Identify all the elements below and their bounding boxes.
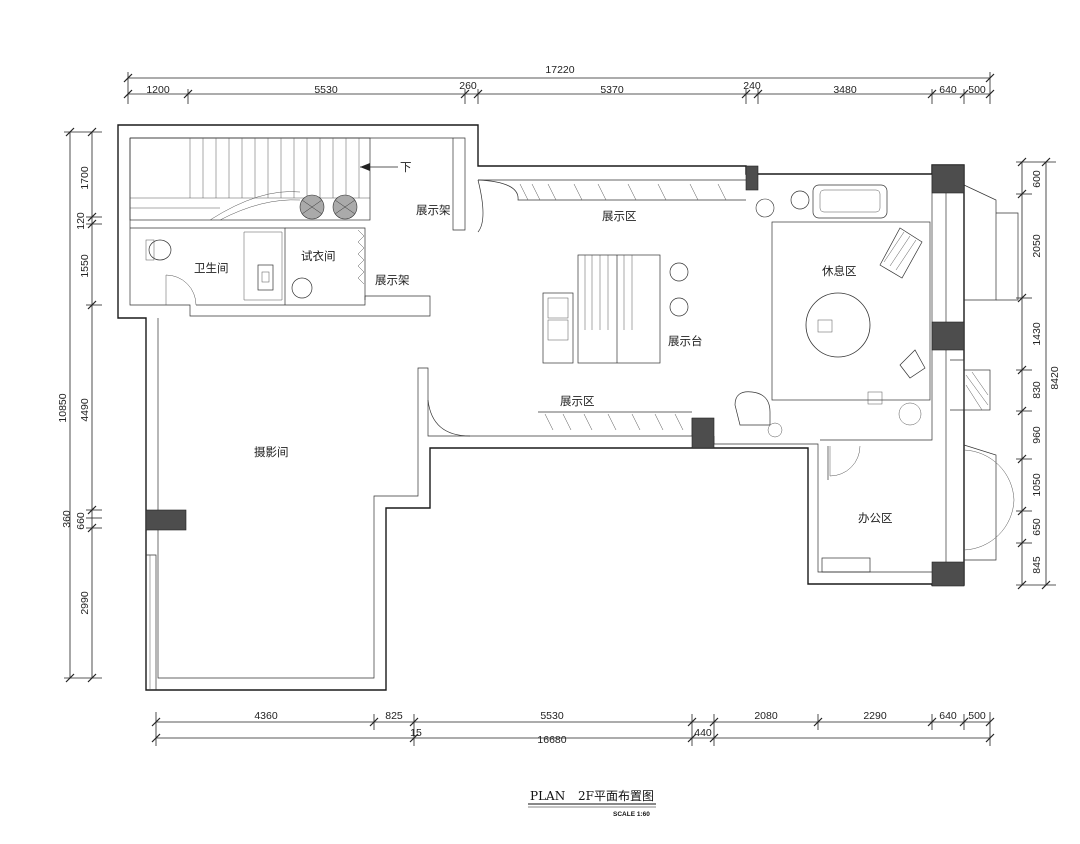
top-dim-seg: 240 <box>743 80 761 92</box>
column <box>145 509 187 531</box>
stool-icon <box>669 297 689 317</box>
sink-icon <box>257 264 274 291</box>
bottom-dim-seg: 5530 <box>540 710 564 722</box>
top-dim-seg: 1200 <box>146 84 170 96</box>
right-total-dim: 8420 <box>1049 366 1061 390</box>
top-dim-seg: 640 <box>939 84 957 96</box>
lamp-icon <box>755 198 775 218</box>
right-dim-seg: 845 <box>1031 556 1043 574</box>
left-dim-seg: 660 <box>75 512 87 530</box>
top-dim-seg: 5530 <box>314 84 338 96</box>
drawing-title: PLAN 2F平面布置图 SCALE 1:60 <box>528 789 656 818</box>
display-table-zone: 展示台 <box>542 254 703 364</box>
bottom-dim-seg: 825 <box>385 710 403 722</box>
column <box>691 417 715 449</box>
top-display-area: 展示区 <box>477 179 746 233</box>
bottom-dim-seg: 2080 <box>754 710 778 722</box>
columns <box>145 164 965 587</box>
bottom-dim-seg: 4360 <box>254 710 278 722</box>
right-dim-seg: 960 <box>1031 426 1043 444</box>
column <box>931 561 965 587</box>
left-dim-seg: 120 <box>75 212 87 230</box>
room-label-display-table: 展示台 <box>668 334 703 348</box>
office-zone: 办公区 <box>821 445 1015 573</box>
bottom-dim-seg: 500 <box>968 710 986 722</box>
left-total-dim: 10850 <box>57 393 69 422</box>
bottom-dim-seg: 640 <box>939 710 957 722</box>
top-total-dim: 17220 <box>545 64 574 76</box>
staircase: 下 <box>129 137 412 221</box>
bottom-display-area: 展示区 <box>427 394 692 437</box>
right-dim-seg: 650 <box>1031 518 1043 536</box>
plan-scale: SCALE 1:60 <box>613 811 650 818</box>
room-label-fitting: 试衣间 <box>301 249 336 263</box>
bottom-dim-seg: 2290 <box>863 710 887 722</box>
right-dim-seg: 1430 <box>1031 322 1043 346</box>
left-dim-seg: 360 <box>61 510 73 528</box>
room-label-display-bottom: 展示区 <box>560 394 595 408</box>
toilet-icon <box>148 239 172 261</box>
left-dim-seg: 4490 <box>79 398 91 422</box>
room-label-shelf-1: 展示架 <box>416 203 451 217</box>
left-dim-seg: 1700 <box>79 166 91 190</box>
top-dim-seg: 500 <box>968 84 986 96</box>
column <box>931 321 965 351</box>
bottom-small-dim: 440 <box>694 727 712 739</box>
left-dim-seg: 2990 <box>79 591 91 615</box>
room-label-shelf-2: 展示架 <box>375 273 410 287</box>
bottom-total-dim: 16680 <box>537 734 566 746</box>
room-label-lounge: 休息区 <box>822 264 857 278</box>
top-dimensions: 17220 1200 5530 260 5370 240 3480 640 50… <box>123 64 995 104</box>
column <box>931 164 965 194</box>
bottom-dimensions: 4360 825 5530 2080 2290 640 500 15 16680… <box>151 710 995 746</box>
stool-icon <box>669 262 689 282</box>
column <box>745 165 759 191</box>
lamp-icon <box>790 190 810 210</box>
lounge-zone: 休息区 <box>734 184 931 438</box>
stairs-down-label: 下 <box>400 160 412 174</box>
photo-studio-zone: 摄影间 <box>254 445 289 459</box>
room-label-bathroom: 卫生间 <box>194 261 229 275</box>
room-label-display-top: 展示区 <box>602 209 637 223</box>
plan-label: PLAN <box>530 789 565 803</box>
stool-icon <box>291 277 313 299</box>
top-dim-seg: 3480 <box>833 84 857 96</box>
top-dim-seg: 260 <box>459 80 477 92</box>
right-dim-seg: 1050 <box>1031 473 1043 497</box>
left-dimensions: 10850 1700 120 1550 4490 360 660 2990 <box>57 127 102 683</box>
round-table-icon <box>805 292 871 358</box>
top-dim-seg: 5370 <box>600 84 624 96</box>
right-dim-seg: 2050 <box>1031 234 1043 258</box>
right-dim-seg: 600 <box>1031 170 1043 188</box>
bottom-small-dim: 15 <box>410 727 422 739</box>
right-dimensions: 8420 600 2050 1430 830 960 1050 650 845 <box>1016 157 1061 590</box>
room-label-office: 办公区 <box>858 511 893 525</box>
right-dim-seg: 830 <box>1031 381 1043 399</box>
bathroom-fitting-zone: 卫生间 试衣间 展示架 展示架 <box>130 203 451 306</box>
plan-title: 2F平面布置图 <box>578 789 654 803</box>
room-label-photo-studio: 摄影间 <box>254 445 289 459</box>
left-dim-seg: 1550 <box>79 254 91 278</box>
